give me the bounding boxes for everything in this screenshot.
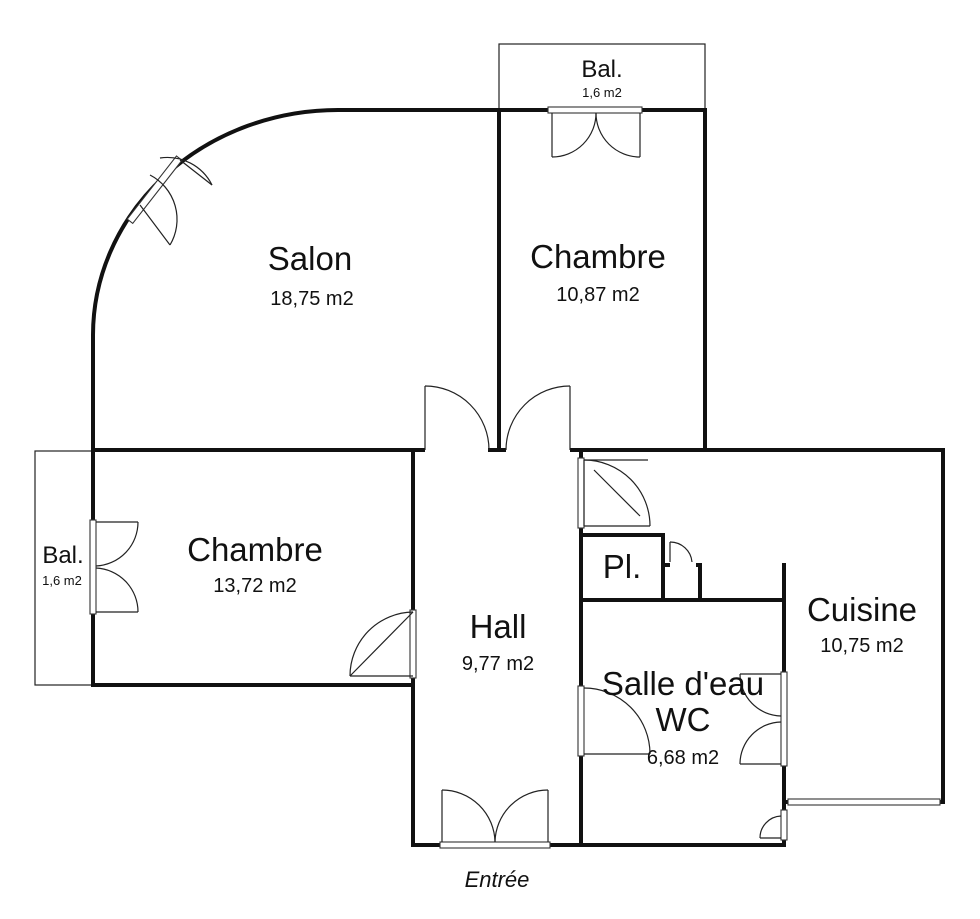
door-chambre-top [505,385,571,451]
door-salon-curve [126,155,213,246]
balcony-left-area: 1,6 m2 [42,573,82,588]
walls [91,108,945,847]
door-placard [669,541,693,563]
chambre-top-area: 10,87 m2 [556,284,639,306]
cuisine-name: Cuisine [807,591,917,628]
salle-eau-name: Salle d'eau [602,665,764,702]
door-small-bottom [759,815,782,839]
doors [95,112,782,843]
door-chambre-left [349,611,414,677]
door-balcony-left [95,521,139,613]
salle-eau-area: 6,68 m2 [647,747,719,769]
door-balcony-top [551,112,641,158]
cuisine-area: 10,75 m2 [820,635,903,657]
labels: Salon 18,75 m2 Chambre 10,87 m2 Chambre … [42,56,917,892]
windows [89,106,941,849]
chambre-left-area: 13,72 m2 [213,575,296,597]
balcony-top [498,43,706,111]
placard-name: Pl. [603,548,642,585]
balcony-left [34,450,94,686]
salon-area: 18,75 m2 [270,288,353,310]
chambre-left-name: Chambre [187,531,323,568]
door-cuisine [583,459,651,527]
door-openings [90,107,937,848]
salon-name: Salon [268,240,352,277]
entrance-label: Entrée [465,867,530,892]
hall-name: Hall [470,608,527,645]
door-salle-eau-side [739,673,782,765]
salle-eau-name-2: WC [656,701,711,738]
door-salon [424,385,490,451]
door-entrance [441,789,549,843]
balcony-top-area: 1,6 m2 [582,85,622,100]
balcony-top-name: Bal. [581,56,622,83]
chambre-top-name: Chambre [530,238,666,275]
door-salle-eau [583,687,651,755]
balcony-left-name: Bal. [42,542,83,569]
hall-area: 9,77 m2 [462,653,534,675]
